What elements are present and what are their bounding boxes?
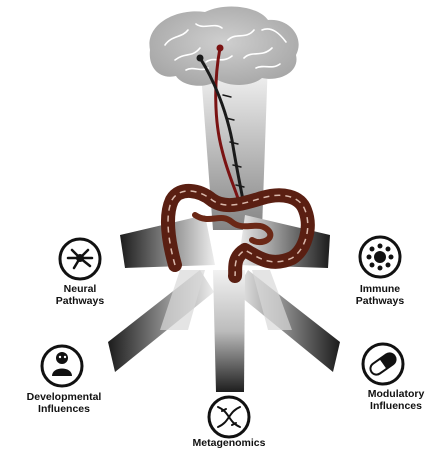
immune-label-line1: Immune [342, 283, 418, 295]
metagenomics-node [209, 397, 249, 437]
developmental-label-line2: Influences [6, 403, 122, 415]
neural-label-line2: Pathways [44, 295, 116, 307]
immune-label-line2: Pathways [342, 295, 418, 307]
neural-pathways-label: Neural Pathways [44, 283, 116, 307]
modulatory-label-line2: Influences [350, 400, 442, 412]
modulatory-node [363, 344, 403, 384]
neural-node [60, 239, 100, 279]
developmental-node [42, 346, 82, 386]
modulatory-influences-label: Modulatory Influences [350, 388, 442, 412]
metagenomics-label: Metagenomics [175, 437, 283, 449]
immune-pathways-label: Immune Pathways [342, 283, 418, 307]
immune-node [360, 237, 400, 277]
nerve-node-dark [197, 55, 204, 62]
developmental-label-line1: Developmental [6, 391, 122, 403]
modulatory-label-line1: Modulatory [350, 388, 442, 400]
brain-shape [149, 6, 298, 85]
beam-metagenomics [213, 270, 245, 392]
nerve-node-red [217, 45, 224, 52]
developmental-influences-label: Developmental Influences [6, 391, 122, 415]
neural-label-line1: Neural [44, 283, 116, 295]
metagenomics-label-line1: Metagenomics [175, 437, 283, 449]
brain [149, 6, 298, 85]
